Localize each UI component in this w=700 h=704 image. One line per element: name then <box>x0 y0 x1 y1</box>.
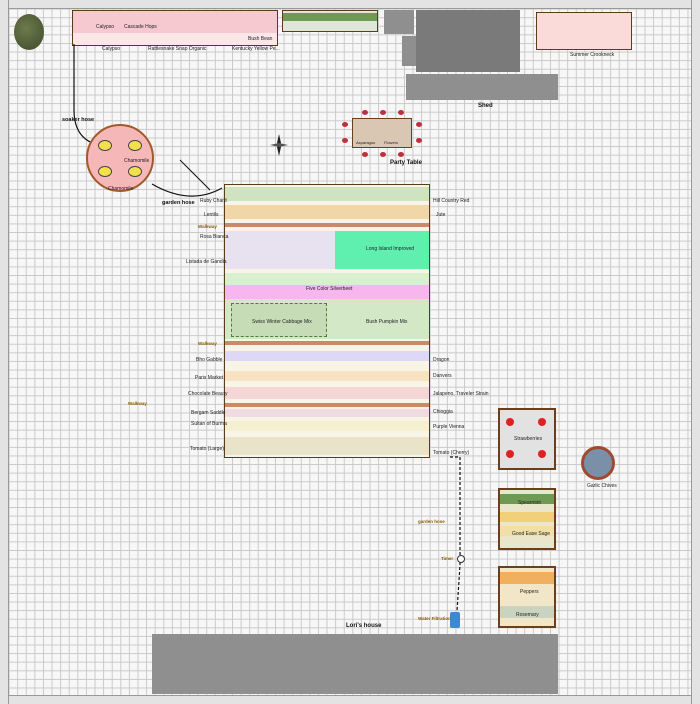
garden-hose-top-line <box>151 183 223 197</box>
main-right-2: Dragon <box>433 357 450 363</box>
main-left-11: Tomato (Large) <box>190 446 224 452</box>
main-right-7: Tomato (Cherry) <box>433 450 470 456</box>
walkway-left: Walkway <box>128 401 147 406</box>
chair-icon <box>398 152 404 157</box>
shed-gravel-left <box>384 10 414 34</box>
main-left-2: Walkway <box>198 224 217 229</box>
main-right-5: Chioggia <box>433 409 453 415</box>
main-right-4: Jalapeno, Traveler Strain <box>433 391 489 397</box>
crookneck-bed[interactable] <box>536 12 632 50</box>
chair-icon <box>342 138 348 143</box>
top-vegetable-bed[interactable] <box>72 10 278 46</box>
house-label: Lori's house <box>346 623 382 629</box>
chair-icon <box>380 110 386 115</box>
top-bed-label-0: Calypso <box>96 24 115 30</box>
left-ruler <box>0 0 9 704</box>
main-left-4: Listada de Gandia <box>186 259 227 265</box>
main-inner-1: Five Color Silverbeet <box>306 286 353 292</box>
carrot-label-1: Rosemary <box>516 612 539 618</box>
main-left-0: Ruby Chard <box>200 198 227 204</box>
main-right-0: Hill Country Red <box>433 198 470 204</box>
strawberry-bed[interactable] <box>498 408 556 470</box>
top-bed-label-4: Bush Bean <box>248 36 273 42</box>
right-ruler <box>691 0 700 704</box>
chair-icon <box>416 122 422 127</box>
chamomile-circle[interactable] <box>86 124 154 192</box>
carrot-label-0: Peppers <box>520 589 539 595</box>
bottom-ruler <box>0 695 700 704</box>
water-filtration-label: Water Filtration <box>418 616 451 621</box>
garden-hose-bottom-label: garden hose <box>418 519 445 524</box>
herb-label-1: Good Ease Sage <box>512 531 551 537</box>
top-bed-label-2: Rattlesnake Snap Organic <box>148 46 207 52</box>
main-left-6: Bho Gabble <box>196 357 223 363</box>
main-left-10: Sultan of Burma <box>191 421 227 427</box>
garden-hose-bottom-line <box>450 456 461 628</box>
main-left-5: Walkway <box>198 341 217 346</box>
tree-icon[interactable] <box>14 14 44 50</box>
chamomile-label-0: Chamomile <box>124 158 150 164</box>
shed-label: Shed <box>478 103 493 109</box>
main-right-6: Purple Vienna <box>433 424 465 430</box>
party-table-label: Party Table <box>390 160 422 166</box>
timer-icon[interactable] <box>457 555 465 563</box>
garlic-chives-pot[interactable] <box>581 446 615 480</box>
compass-icon <box>270 134 288 156</box>
herb-label-0: Spearmint <box>518 500 541 506</box>
top-bed-label-3: Kentucky Yellow Pe... <box>232 46 280 52</box>
main-inner-2: Swiss Winter Cabbage Mix <box>252 319 312 325</box>
party-table[interactable] <box>352 118 412 148</box>
shed[interactable] <box>416 10 520 72</box>
crookneck-label: Summer Crookneck <box>570 52 615 58</box>
chair-icon <box>380 152 386 157</box>
main-left-9: Bergam Saddle <box>191 410 226 416</box>
small-green-bed[interactable] <box>282 10 378 32</box>
pepper-rosemary-bed[interactable] <box>498 566 556 628</box>
chair-icon <box>416 138 422 143</box>
soaker-hose-label: soaker hose <box>62 117 95 123</box>
shed-gravel-left-2 <box>402 36 416 66</box>
chair-icon <box>362 110 368 115</box>
main-inner-3: Bush Pumpkin Mix <box>366 319 408 325</box>
timer-label: Timer <box>441 556 454 561</box>
chamomile-label-1: Chamomile <box>108 186 134 192</box>
strawberry-label: Strawberries <box>514 436 543 442</box>
party-table-plant-0: Asparagus <box>356 140 376 145</box>
main-right-3: Danvers <box>433 373 452 379</box>
garden-hose-top-label: garden hose <box>162 200 195 206</box>
main-left-3: Rosa Bianca <box>200 234 229 240</box>
party-table-plant-1: Flowers <box>384 140 399 145</box>
shed-gravel-bottom <box>406 74 558 100</box>
top-ruler <box>0 0 700 9</box>
main-left-7: Paris Market <box>195 375 224 381</box>
chair-icon <box>342 122 348 127</box>
main-right-1: Jute <box>436 212 446 218</box>
garlic-chives-label: Garlic Chives <box>587 483 617 489</box>
top-bed-label-1: Cascade Hops <box>124 24 157 30</box>
main-left-1: Lentils <box>204 212 219 218</box>
chair-icon <box>398 110 404 115</box>
water-filter-icon[interactable] <box>450 612 460 628</box>
main-inner-0: Long Island Improved <box>366 246 415 252</box>
main-left-8: Chocolate Beauty <box>188 391 228 397</box>
chair-icon <box>362 152 368 157</box>
main-garden-bed[interactable] <box>224 184 430 458</box>
herb-bed[interactable] <box>498 488 556 550</box>
top-bed-label-0b: Calypso <box>102 46 121 52</box>
house[interactable] <box>152 634 558 694</box>
